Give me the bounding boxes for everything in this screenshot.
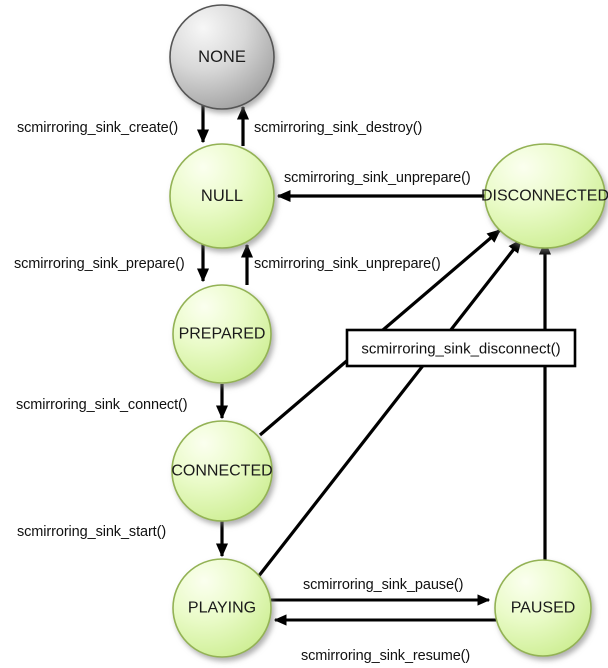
node-none-label: NONE xyxy=(198,48,246,66)
edge-label-pause: scmirroring_sink_pause() xyxy=(303,577,463,593)
edge-label-prepare: scmirroring_sink_prepare() xyxy=(14,256,185,272)
edge-label-destroy: scmirroring_sink_destroy() xyxy=(254,120,422,136)
edge-label-connect: scmirroring_sink_connect() xyxy=(16,397,187,413)
edge-label-create: scmirroring_sink_create() xyxy=(17,120,178,136)
node-connected-label: CONNECTED xyxy=(171,463,272,480)
edge-label-disconnect-box: scmirroring_sink_disconnect() xyxy=(345,328,577,368)
edge-disconnect-from-playing xyxy=(256,239,523,578)
edge-label-resume: scmirroring_sink_resume() xyxy=(301,648,470,664)
node-null[interactable]: NULL xyxy=(169,143,275,249)
node-prepared-label: PREPARED xyxy=(179,326,266,343)
edge-label-unprepare-disconnected: scmirroring_sink_unprepare() xyxy=(284,170,471,186)
node-disconnected-label: DISCONNECTED xyxy=(481,188,608,205)
edge-label-disconnect: scmirroring_sink_disconnect() xyxy=(361,341,560,358)
node-paused[interactable]: PAUSED xyxy=(494,559,592,657)
node-playing-label: PLAYING xyxy=(188,600,256,617)
node-connected[interactable]: CONNECTED xyxy=(171,420,273,522)
edge-label-unprepare-prepared: scmirroring_sink_unprepare() xyxy=(254,256,441,272)
node-none[interactable]: NONE xyxy=(169,4,275,110)
edge-label-start: scmirroring_sink_start() xyxy=(17,524,166,540)
node-disconnected[interactable]: DISCONNECTED xyxy=(481,143,608,249)
node-prepared[interactable]: PREPARED xyxy=(172,284,272,384)
node-playing[interactable]: PLAYING xyxy=(172,558,272,658)
node-paused-label: PAUSED xyxy=(511,600,576,617)
node-null-label: NULL xyxy=(201,187,243,205)
